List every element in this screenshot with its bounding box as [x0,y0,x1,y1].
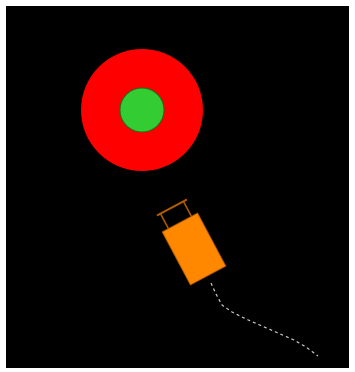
target-zone [81,49,203,171]
target-goal-center [120,88,164,132]
scene-canvas [6,6,349,368]
arena-background [6,6,349,368]
game-arena [6,6,349,368]
